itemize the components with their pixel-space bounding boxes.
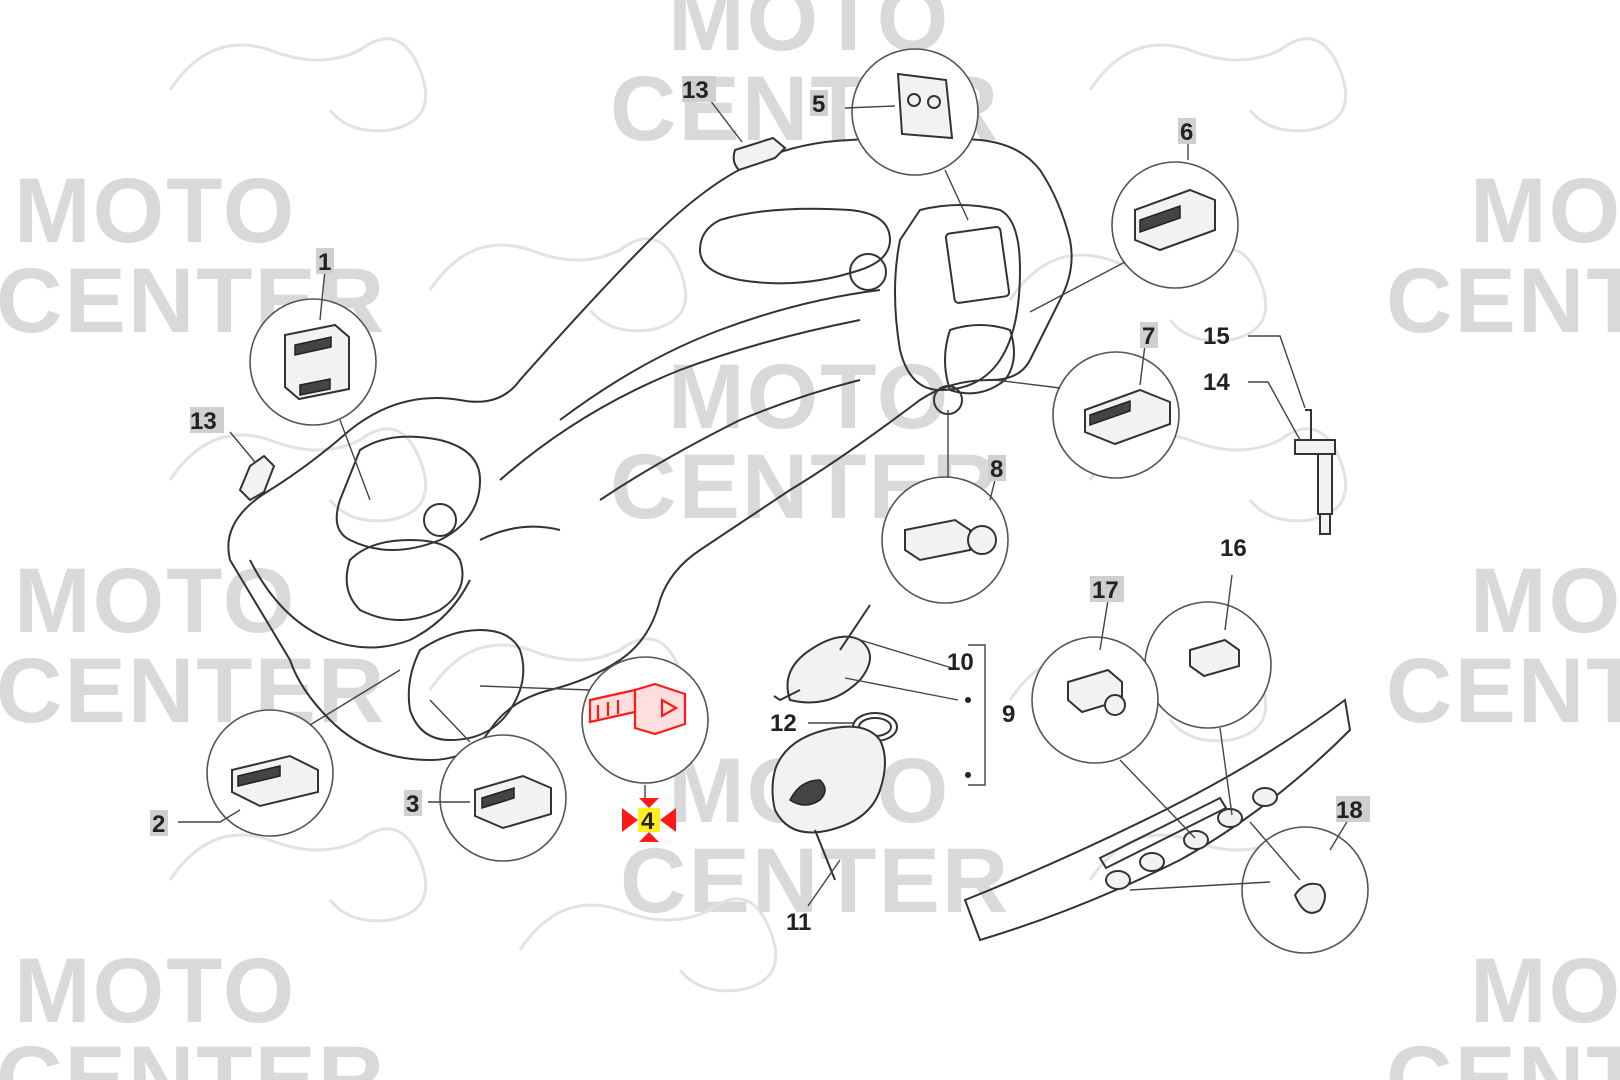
part-13-left-group: 13 xyxy=(190,407,276,502)
part-7-leader xyxy=(994,379,1061,389)
watermark-logo-right-2: MOTO CENTER xyxy=(1386,550,1620,742)
part-15-label: 15 xyxy=(1203,323,1230,350)
part-6-leader xyxy=(1029,261,1126,313)
part-18-label: 18 xyxy=(1336,797,1363,824)
part-5-label-bg xyxy=(810,90,828,116)
watermark-text-center: CENTER xyxy=(0,1028,386,1080)
part-4-group: 4 xyxy=(479,656,709,842)
watermark-text-center: CENTER xyxy=(1386,1028,1620,1080)
part-10-leader xyxy=(859,639,953,669)
watermark-text-moto: MOTO xyxy=(668,346,950,448)
watermark-text-center: CENTER xyxy=(620,830,1010,932)
marker-arrow-right xyxy=(660,808,676,832)
lower-panel-group: 16 17 18 xyxy=(963,535,1370,954)
part-5-label: 5 xyxy=(812,91,825,118)
watermark-text-moto: MOTO xyxy=(1470,940,1620,1042)
part-1-leader xyxy=(339,419,371,501)
marker-arrow-bottom xyxy=(639,832,659,842)
part-5-leader xyxy=(844,105,896,109)
part-8-label: 8 xyxy=(990,456,1003,483)
part-16-leader xyxy=(1219,727,1233,816)
part-14-15-group: 15 14 xyxy=(1203,323,1336,535)
part-13-top-leader xyxy=(709,99,743,143)
part-6-group: 6 xyxy=(1029,118,1239,313)
part-4-label-bg xyxy=(638,808,660,832)
part-2-component xyxy=(231,754,319,808)
marker-arrow-top xyxy=(639,798,659,808)
part-13-left-component xyxy=(238,454,276,502)
part-2-group: 2 xyxy=(150,669,401,838)
handlebar-cover-body xyxy=(227,136,1073,762)
watermark-logo-right-1: MOTO CENTER xyxy=(1386,160,1620,352)
part-16-label: 16 xyxy=(1220,535,1247,562)
watermark-text-moto: MOTO xyxy=(14,940,296,1042)
lower-panel-body xyxy=(963,698,1352,942)
watermark-logo-left-3: MOTO CENTER xyxy=(0,940,386,1080)
watermark-text-center: CENTER xyxy=(1386,640,1620,742)
watermark-logo-left-2: MOTO CENTER xyxy=(0,550,386,742)
part-13-top-group: 13 xyxy=(682,76,787,172)
part-10-label: 10 xyxy=(947,649,974,676)
part-15-leader xyxy=(1248,335,1306,409)
part-13-top-component xyxy=(732,136,787,172)
part-1-group: 1 xyxy=(249,248,377,501)
part-3-component xyxy=(474,774,552,830)
part-4-marker[interactable]: 4 xyxy=(622,798,676,842)
part-18-leader xyxy=(1249,821,1301,881)
watermark-text-moto: MOTO xyxy=(14,160,296,262)
part-1-label: 1 xyxy=(318,249,331,276)
part-6-label: 6 xyxy=(1180,119,1193,146)
watermark-logo-right-3: MOTO CENTER xyxy=(1386,940,1620,1080)
part-7-group: 7 xyxy=(994,322,1180,479)
watermark-text-moto: MOTO xyxy=(14,550,296,652)
part-14-label: 14 xyxy=(1203,369,1230,396)
part-5-group: 5 xyxy=(810,48,979,221)
watermark-text-moto: MOTO xyxy=(1470,160,1620,262)
part-17-label: 17 xyxy=(1092,577,1119,604)
part-18-component xyxy=(1293,882,1326,914)
part-9-bracket xyxy=(968,644,986,786)
part-8-group: 8 xyxy=(881,410,1009,604)
part-12-label: 12 xyxy=(770,710,797,737)
part-2-leader xyxy=(178,809,241,823)
part-8-component xyxy=(904,518,971,562)
part-2-label: 2 xyxy=(152,811,165,838)
part-7-component xyxy=(1084,388,1171,446)
part-3-label: 3 xyxy=(406,791,419,818)
part-3-group: 3 xyxy=(404,699,567,862)
watermark-text-moto: MOTO xyxy=(1470,550,1620,652)
part-13-left-leader xyxy=(229,431,256,463)
watermark-text-center: CENTER xyxy=(0,640,386,742)
part-13-top-label: 13 xyxy=(682,77,709,104)
ignition-group: 10 9 12 11 xyxy=(770,604,1015,936)
part-4-leader xyxy=(479,685,591,691)
marker-arrow-left xyxy=(622,808,638,832)
part-7-label: 7 xyxy=(1142,323,1155,350)
part-9-label: 9 xyxy=(1002,701,1015,728)
watermark-text-center: CENTER xyxy=(1386,250,1620,352)
part-5-component xyxy=(896,72,954,140)
part-10-key-component xyxy=(786,635,871,704)
part-11-leader xyxy=(807,859,841,907)
part-14-leader xyxy=(1248,381,1301,441)
part-11-label: 11 xyxy=(786,909,811,936)
part-4-label: 4 xyxy=(641,808,655,835)
part-11-lock-component xyxy=(771,725,886,834)
part-16-component xyxy=(1189,638,1240,678)
part-14-component xyxy=(1294,439,1336,455)
part-13-left-label: 13 xyxy=(190,408,217,435)
part-17-leader xyxy=(1119,759,1196,839)
